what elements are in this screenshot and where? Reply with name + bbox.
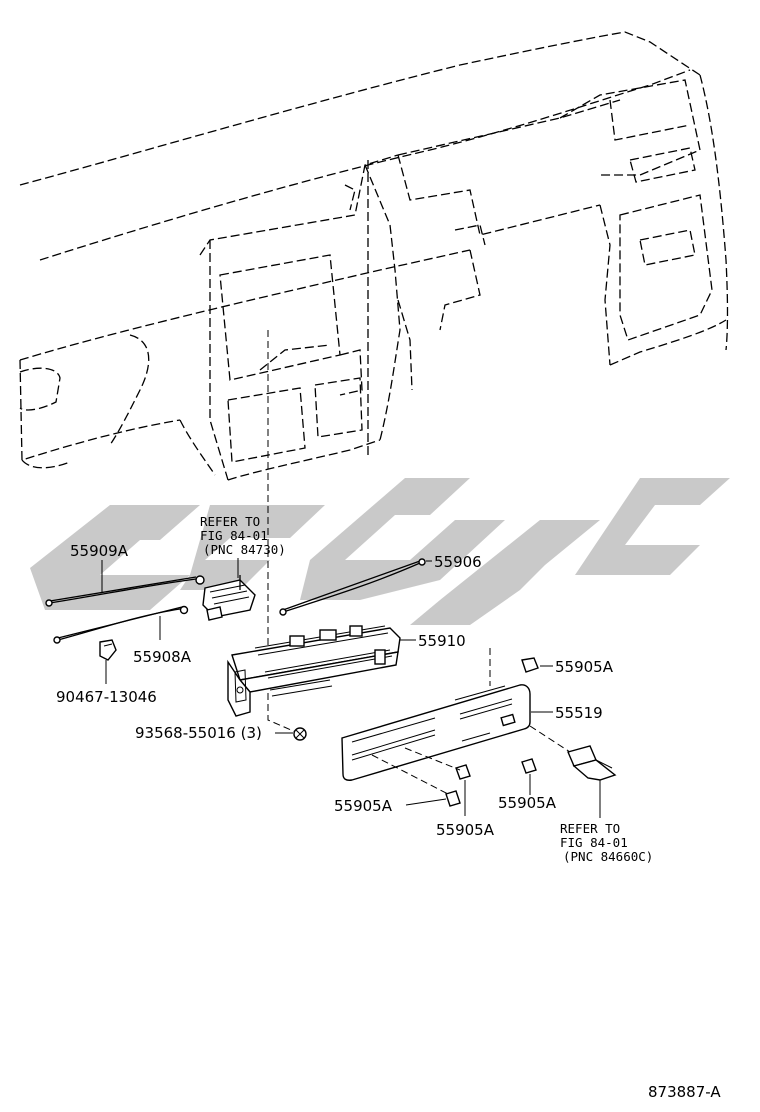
label-90467-13046: 90467-13046 — [56, 688, 157, 706]
ref-upper-line-1: REFER TO — [200, 514, 260, 529]
screw-93568-55016 — [293, 727, 307, 741]
ref-lower-line-3: (PNC 84660C) — [563, 849, 653, 864]
label-55905A-mid: 55905A — [436, 821, 495, 839]
watermark-logo — [30, 478, 730, 625]
locator-line-panel-right — [529, 725, 571, 753]
figure-id: 873887-A — [648, 1083, 721, 1101]
knob-55905A-right — [521, 758, 537, 774]
ref-lower-line-2: FIG 84-01 — [560, 835, 628, 850]
label-93568-55016: 93568-55016 (3) — [135, 724, 262, 742]
ref-upper-line-3: (PNC 84730) — [203, 542, 286, 557]
leader-55905A-left — [405, 798, 447, 806]
label-55908A: 55908A — [133, 648, 192, 666]
blower-switch-connector — [202, 575, 256, 621]
control-panel-face-55519 — [341, 684, 531, 781]
knob-55905A-mid — [455, 764, 471, 780]
label-55909A: 55909A — [70, 542, 129, 560]
panel-illumination-connector — [567, 745, 617, 781]
locator-line-knob-left — [371, 754, 451, 796]
knob-55905A-left — [445, 790, 461, 807]
locator-line-knob-mid — [404, 747, 461, 771]
locator-line-upper — [267, 330, 299, 734]
control-cable-55909A — [45, 575, 205, 607]
knob-55905A-top — [521, 657, 539, 673]
label-55910: 55910 — [418, 632, 466, 650]
clip-90467-13046 — [99, 639, 117, 661]
instrument-panel-outline — [19, 31, 729, 481]
label-55905A-top: 55905A — [555, 658, 614, 676]
heater-control-assembly-55910 — [227, 625, 401, 717]
control-cable-55908A — [53, 605, 189, 644]
control-cable-55906 — [279, 558, 426, 616]
label-55905A-left: 55905A — [334, 797, 393, 815]
reference-note-lower: REFER TO FIG 84-01 (PNC 84660C) — [560, 821, 653, 864]
ref-lower-line-1: REFER TO — [560, 821, 620, 836]
label-55905A-right: 55905A — [498, 794, 557, 812]
reference-note-upper: REFER TO FIG 84-01 (PNC 84730) — [200, 514, 286, 557]
label-55519: 55519 — [555, 704, 603, 722]
label-55906: 55906 — [434, 553, 482, 571]
ref-upper-line-2: FIG 84-01 — [200, 528, 268, 543]
